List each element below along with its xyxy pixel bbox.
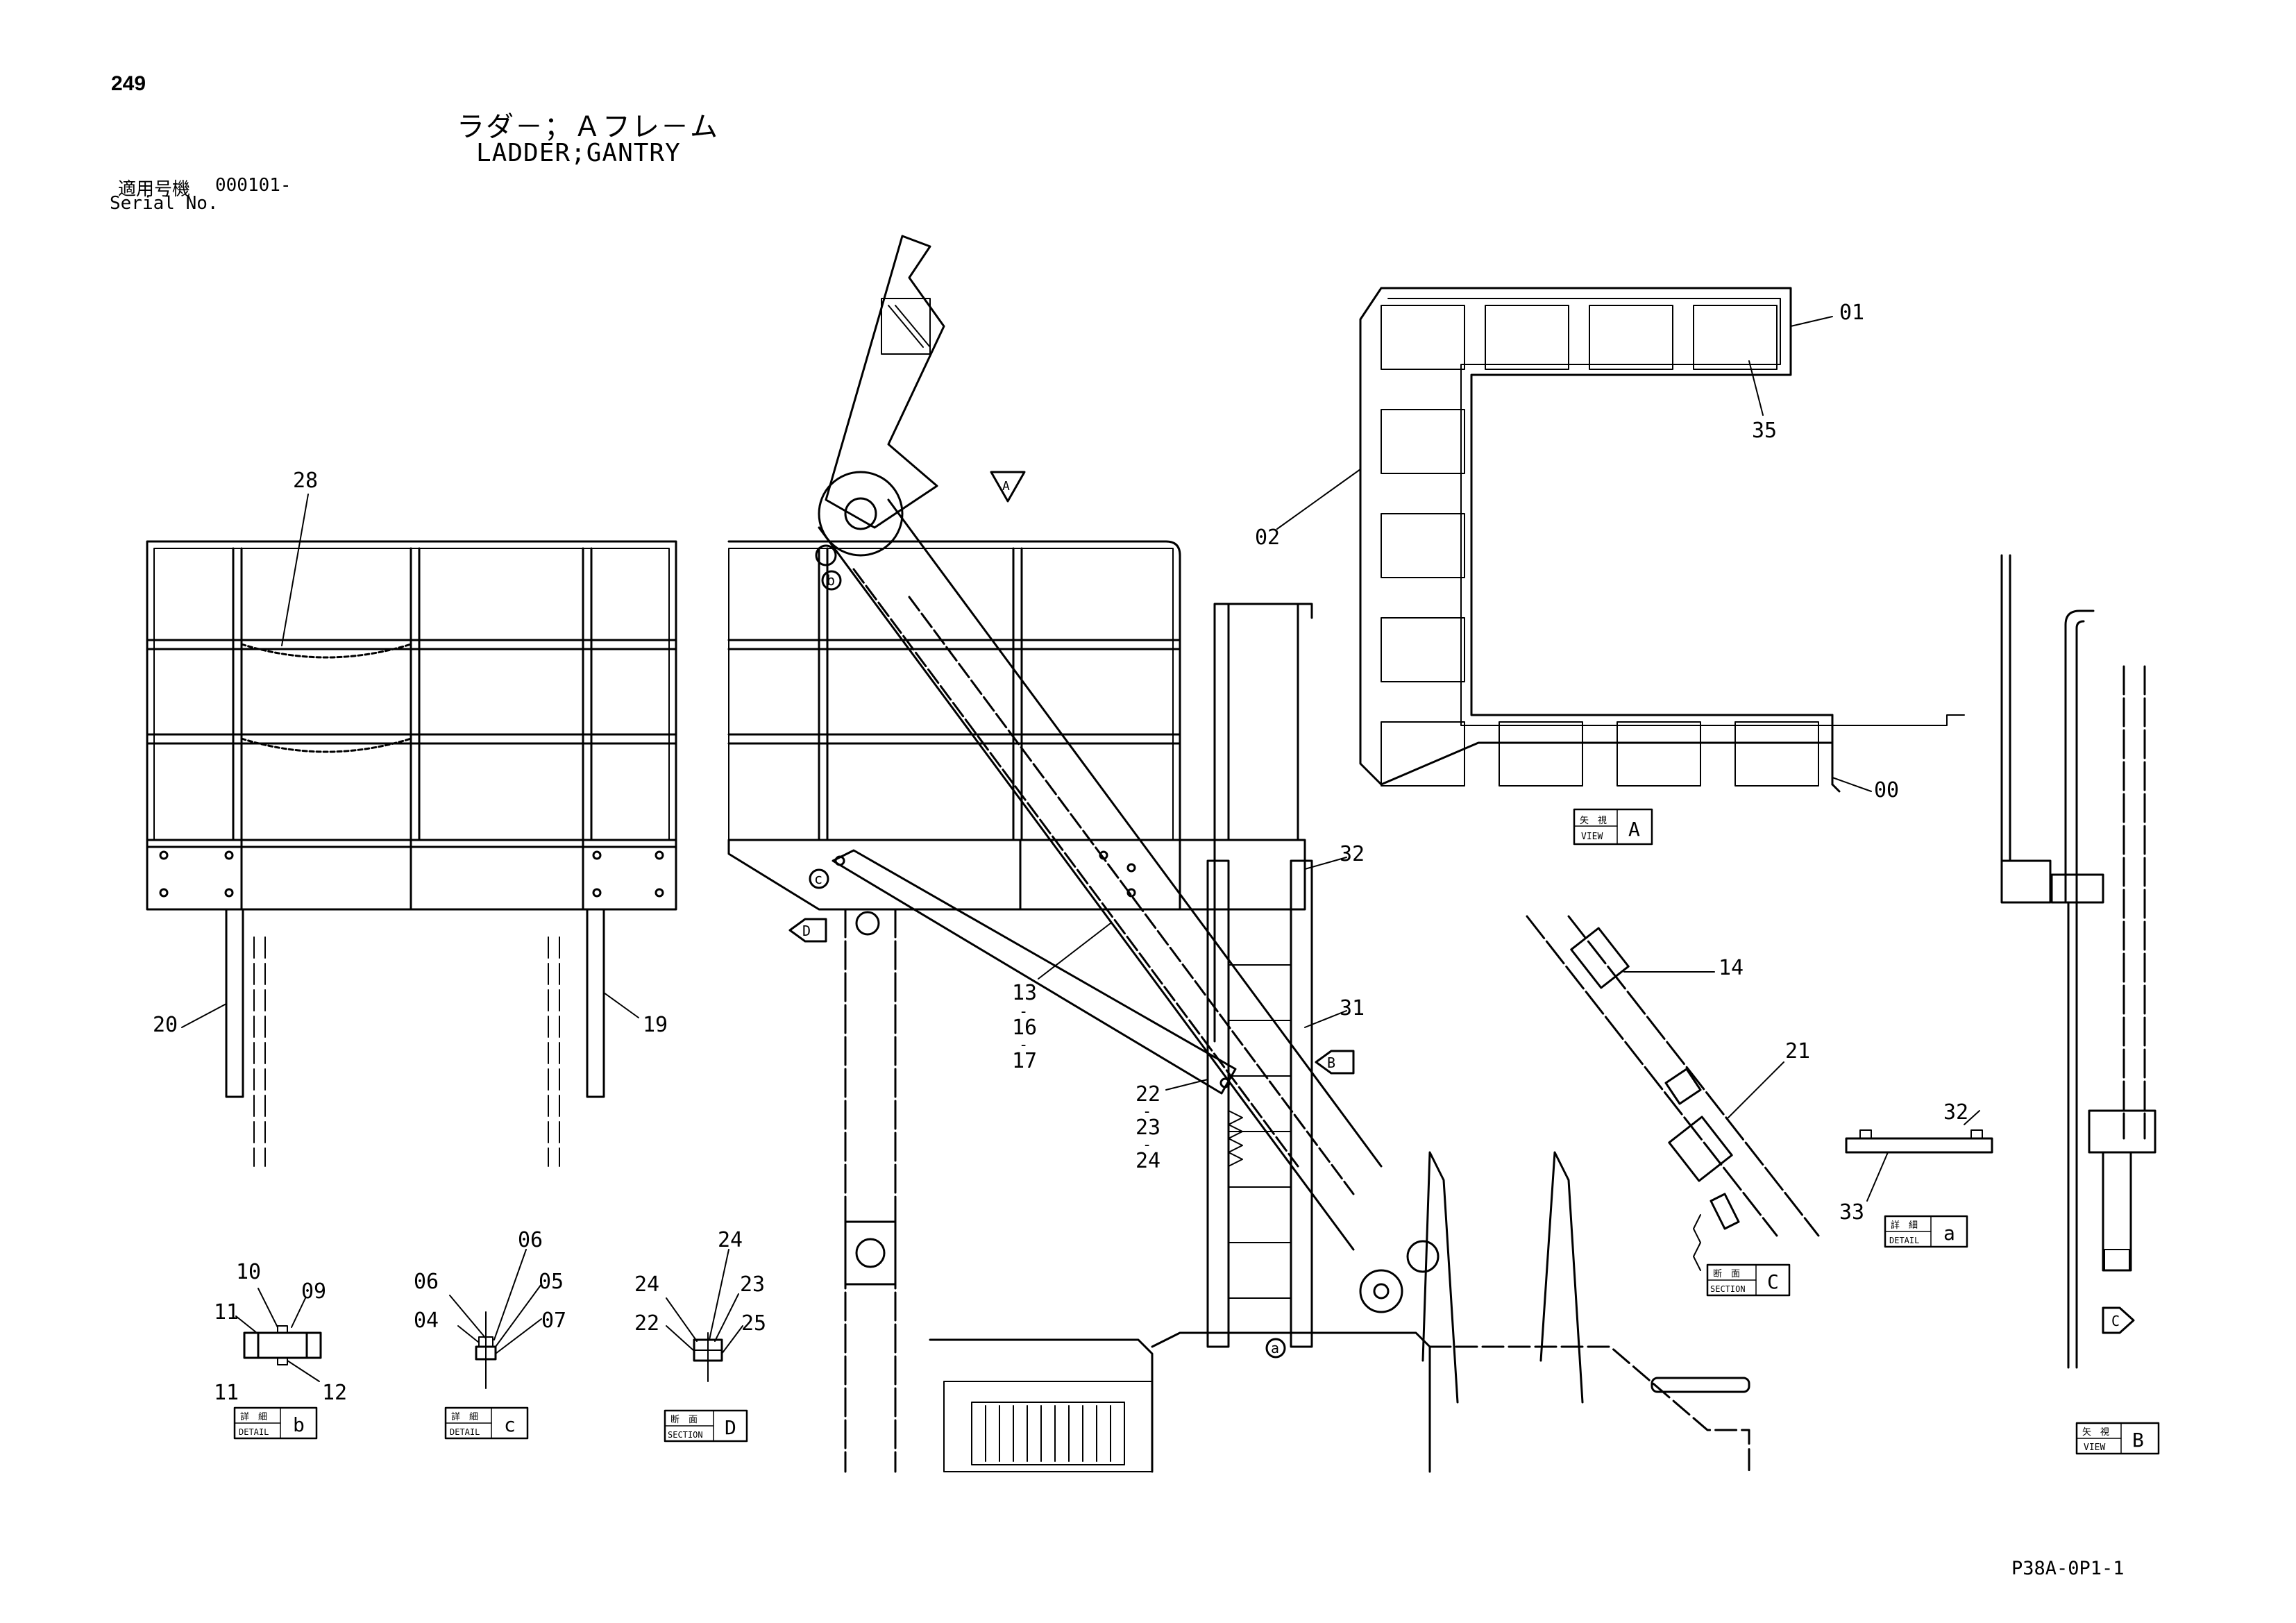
svg-text:DETAIL: DETAIL [1889,1236,1919,1245]
svg-text:-: - [1019,1003,1028,1020]
label-detail-b: 詳 細 DETAIL b [233,1406,318,1440]
callout-14: 14 [1719,956,1744,980]
svg-text:VIEW: VIEW [2084,1443,2105,1453]
callout-24-left: 24 [634,1272,659,1297]
svg-text:矢 視: 矢 視 [2082,1427,2109,1438]
page-number: 249 [111,72,146,95]
callout-21: 21 [1785,1039,1810,1063]
view-arrow-d: D [788,918,827,943]
svg-text:A: A [1628,818,1640,841]
svg-text:c: c [504,1413,516,1436]
svg-text:-: - [1019,1036,1028,1054]
callout-07: 07 [541,1309,566,1333]
svg-text:-: - [1142,1103,1151,1120]
svg-text:DETAIL: DETAIL [450,1427,480,1437]
title-english: LADDER;GANTRY [476,139,681,167]
callout-24-top: 24 [718,1228,743,1252]
callout-00: 00 [1874,778,1899,802]
label-view-a: 矢 視 VIEW A [1573,808,1653,846]
callout-20: 20 [153,1013,178,1037]
label-view-b: 矢 視 VIEW B [2075,1422,2160,1455]
callout-19: 19 [643,1013,668,1037]
detail-circle-b: b [821,570,842,591]
part-callouts: 28 02 01 35 00 32 31 13 - 16 - 17 20 19 … [153,301,1968,1405]
main-elevation-drawing [727,235,1750,1473]
section-c-drawing [1526,915,1820,1271]
detail-b-drawing [235,1288,322,1382]
callout-11-top: 11 [214,1300,239,1325]
svg-text:C: C [1767,1270,1779,1293]
callout-17: 17 [1012,1049,1037,1073]
svg-text:断 面: 断 面 [1713,1269,1740,1279]
serial-value: 000101- [215,175,292,196]
callout-06-top: 06 [518,1228,543,1252]
callout-02: 02 [1255,525,1280,550]
section-d-drawing [666,1249,743,1382]
svg-text:詳 細: 詳 細 [1891,1220,1918,1231]
view-arrow-c: C [2102,1306,2135,1334]
left-guardrail-drawing [146,494,677,1167]
view-arrow-d-letter: D [802,923,811,939]
callout-32: 32 [1340,842,1365,866]
detail-circle-a: a [1265,1338,1286,1359]
callout-33: 33 [1839,1200,1864,1225]
svg-text:B: B [2132,1429,2144,1452]
label-section-d: 断 面 SECTION D [664,1409,748,1443]
serial-label-english: Serial No. [110,193,219,214]
svg-text:-: - [1142,1136,1151,1154]
view-arrow-b-letter: B [1327,1054,1335,1071]
view-arrow-b: B [1315,1050,1355,1075]
callout-24: 24 [1136,1149,1160,1173]
svg-text:DETAIL: DETAIL [239,1427,269,1437]
svg-text:b: b [827,572,835,589]
detail-circle-c: c [809,868,829,889]
label-detail-c: 詳 細 DETAIL c [444,1406,529,1440]
callout-13: 13 [1012,981,1037,1005]
view-arrow-a: A [990,471,1026,503]
view-b-drawing [2000,554,2156,1369]
svg-text:断 面: 断 面 [670,1415,698,1425]
svg-text:VIEW: VIEW [1581,832,1603,842]
detail-a-drawing [1845,1110,1993,1202]
view-a-plan-drawing [1276,287,1965,793]
callout-16: 16 [1012,1016,1037,1040]
svg-text:D: D [725,1416,736,1439]
callout-23: 23 [1136,1116,1160,1140]
svg-text:SECTION: SECTION [668,1430,703,1440]
document-id: P38A-0P1-1 [2011,1558,2125,1579]
callout-22: 22 [1136,1082,1160,1107]
view-arrow-a-letter: A [1002,479,1010,494]
callout-10: 10 [236,1260,261,1284]
callout-04: 04 [414,1309,439,1333]
svg-text:c: c [814,871,822,887]
label-section-c: 断 面 SECTION C [1706,1263,1791,1297]
callout-32-detail-a: 32 [1943,1100,1968,1125]
callout-01: 01 [1839,301,1864,325]
callout-28: 28 [293,469,318,493]
view-arrow-c-letter: C [2111,1313,2120,1329]
svg-text:a: a [1271,1340,1279,1356]
callout-35: 35 [1752,419,1777,443]
callout-22-d: 22 [634,1311,659,1336]
callout-06: 06 [414,1270,439,1294]
svg-text:矢 視: 矢 視 [1580,816,1607,826]
callout-31: 31 [1340,996,1365,1020]
svg-text:a: a [1943,1222,1955,1245]
callout-12: 12 [322,1381,347,1405]
callout-05: 05 [539,1270,564,1294]
callout-23-d: 23 [740,1272,765,1297]
svg-text:b: b [293,1413,305,1436]
svg-text:SECTION: SECTION [1710,1284,1746,1294]
serial-label-japanese: 適用号機 [118,179,191,200]
svg-text:詳 細: 詳 細 [451,1411,478,1422]
callout-25: 25 [741,1311,766,1336]
title-japanese: ラダ－；Ａフレ－ム [457,111,719,143]
label-detail-a: 詳 細 DETAIL a [1884,1215,1968,1248]
svg-text:詳 細: 詳 細 [240,1411,267,1422]
detail-c-drawing [449,1249,542,1389]
callout-09: 09 [301,1279,326,1304]
callout-11-bottom: 11 [214,1381,239,1405]
